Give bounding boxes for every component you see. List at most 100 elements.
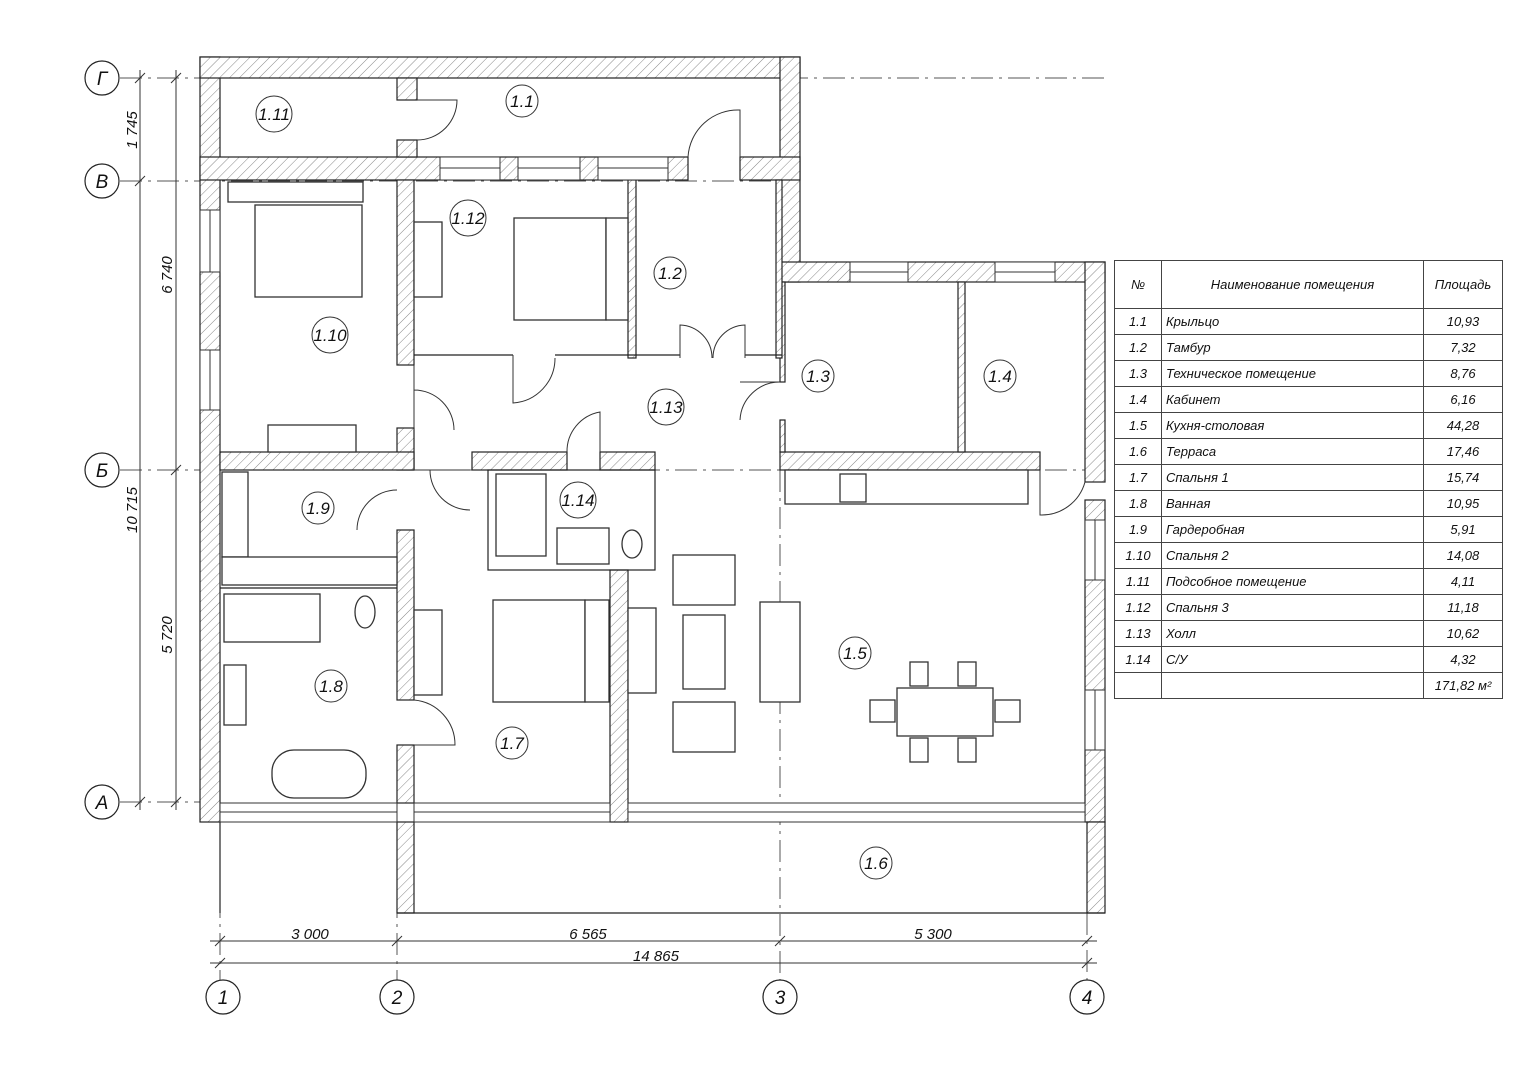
room-label-1-7: 1.7 — [495, 726, 529, 760]
svg-text:6 565: 6 565 — [569, 926, 607, 943]
svg-text:1.3: 1.3 — [806, 367, 830, 386]
svg-text:1.14: 1.14 — [561, 491, 594, 510]
room-number: 1.13 — [1114, 620, 1162, 647]
svg-text:1.11: 1.11 — [258, 105, 290, 124]
svg-text:2: 2 — [391, 988, 403, 1009]
room-name: Подсобное помещение — [1161, 568, 1424, 595]
svg-text:1 745: 1 745 — [124, 111, 141, 149]
closet-shelf — [221, 471, 249, 558]
svg-text:1.4: 1.4 — [988, 367, 1012, 386]
bed-headboard — [227, 181, 364, 203]
armchair-1 — [672, 554, 736, 606]
desk-10 — [267, 424, 357, 453]
total-area: 171,82 м² — [1423, 672, 1503, 699]
svg-text:А: А — [95, 793, 109, 814]
room-label-1-13: 1.13 — [647, 388, 685, 426]
room-number: 1.10 — [1114, 542, 1162, 569]
svg-text:1.1: 1.1 — [510, 92, 534, 111]
room-area: 6,16 — [1423, 386, 1503, 413]
toilet-8 — [354, 595, 376, 629]
room-label-1-11: 1.11 — [255, 95, 293, 133]
room-name: Крыльцо — [1161, 308, 1424, 335]
furniture — [221, 181, 1029, 799]
room-number: 1.6 — [1114, 438, 1162, 465]
svg-text:14 865: 14 865 — [633, 948, 680, 965]
room-number: 1.14 — [1114, 646, 1162, 673]
room-area: 5,91 — [1423, 516, 1503, 543]
header-name: Наименование помещения — [1161, 260, 1424, 309]
armchair-2 — [672, 701, 736, 753]
room-name: Техническое помещение — [1161, 360, 1424, 387]
svg-text:Б: Б — [96, 461, 108, 482]
svg-text:5 300: 5 300 — [914, 926, 952, 943]
room-label-1-14: 1.14 — [559, 481, 597, 519]
svg-text:6 740: 6 740 — [159, 256, 176, 294]
svg-text:1.8: 1.8 — [319, 677, 343, 696]
wardrobe-5 — [627, 607, 657, 694]
room-area: 10,62 — [1423, 620, 1503, 647]
room-number: 1.12 — [1114, 594, 1162, 621]
room-name: Спальня 1 — [1161, 464, 1424, 491]
room-area: 15,74 — [1423, 464, 1503, 491]
room-number: 1.5 — [1114, 412, 1162, 439]
svg-text:1.9: 1.9 — [306, 499, 330, 518]
room-name: Терраса — [1161, 438, 1424, 465]
room-area: 17,46 — [1423, 438, 1503, 465]
room-name: Спальня 3 — [1161, 594, 1424, 621]
bathtub — [271, 749, 367, 799]
svg-text:1: 1 — [218, 988, 229, 1009]
room-number: 1.2 — [1114, 334, 1162, 361]
svg-text:3: 3 — [775, 988, 786, 1009]
closet-shelf-2 — [221, 556, 398, 586]
room-number: 1.3 — [1114, 360, 1162, 387]
kitchen-sink — [839, 473, 867, 503]
room-area: 44,28 — [1423, 412, 1503, 439]
room-label-1-4: 1.4 — [983, 359, 1017, 393]
room-number: 1.11 — [1114, 568, 1162, 595]
room-label-1-9: 1.9 — [301, 491, 335, 525]
coffee-table — [682, 614, 726, 690]
room-label-1-1: 1.1 — [505, 84, 539, 118]
svg-text:1.2: 1.2 — [658, 264, 682, 283]
header-number: № — [1114, 260, 1162, 309]
wardrobe-12 — [413, 221, 443, 298]
svg-text:1.10: 1.10 — [313, 326, 347, 345]
room-area: 4,11 — [1423, 568, 1503, 595]
room-area: 4,32 — [1423, 646, 1503, 673]
svg-text:1.12: 1.12 — [451, 209, 485, 228]
room-number: 1.8 — [1114, 490, 1162, 517]
room-name: Тамбур — [1161, 334, 1424, 361]
room-number: 1.4 — [1114, 386, 1162, 413]
room-label-1-5: 1.5 — [838, 636, 872, 670]
interior-lines — [219, 354, 1105, 914]
axis-bubbles: Г В Б А 1 2 3 4 — [84, 60, 1105, 1015]
room-name: Холл — [1161, 620, 1424, 647]
bed-12 — [513, 217, 607, 321]
room-area: 14,08 — [1423, 542, 1503, 569]
dimension-lines: 3 000 6 565 5 300 14 865 1 745 10 715 6 … — [124, 70, 1097, 969]
header-area: Площадь — [1423, 260, 1503, 309]
svg-text:Г: Г — [97, 69, 109, 90]
room-name: Гардеробная — [1161, 516, 1424, 543]
room-number: 1.7 — [1114, 464, 1162, 491]
svg-text:В: В — [96, 172, 109, 193]
svg-text:4: 4 — [1082, 988, 1093, 1009]
doors — [356, 99, 1086, 746]
room-label-1-2: 1.2 — [653, 256, 687, 290]
svg-text:1.7: 1.7 — [500, 734, 524, 753]
room-number: 1.9 — [1114, 516, 1162, 543]
room-area: 10,93 — [1423, 308, 1503, 335]
